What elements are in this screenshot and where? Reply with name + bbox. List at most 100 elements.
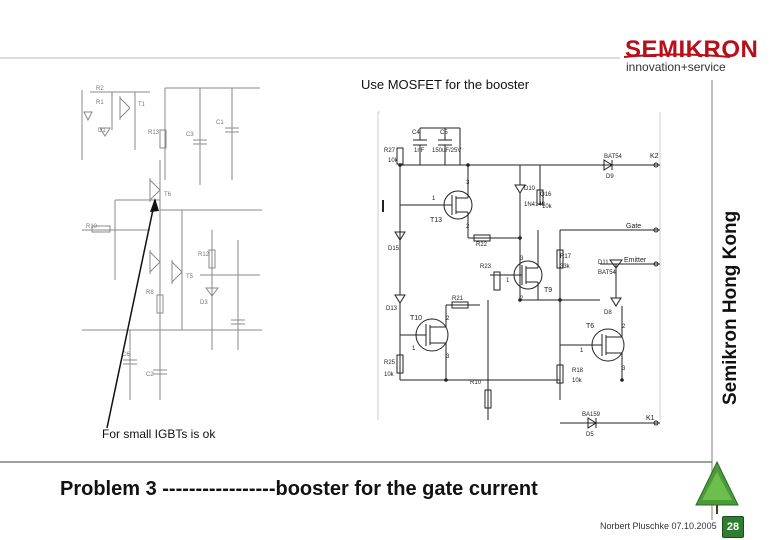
label-r10: R10 [470, 380, 482, 386]
left-schematic [81, 87, 262, 400]
left-resistor [91, 225, 111, 233]
label-d15: D15 [388, 246, 400, 252]
d5-diode [587, 417, 597, 429]
footer-author-date: Norbert Pluschke 07.10.2005 [600, 521, 717, 531]
label-r21: R21 [452, 296, 464, 302]
r21-body [451, 301, 469, 309]
left-resistor [159, 129, 167, 149]
d15-diode [394, 231, 406, 241]
label-d11: D11 [598, 260, 609, 266]
tree-logo-icon [695, 460, 739, 514]
label-d10: D10 [524, 186, 536, 192]
label-bat54: BAT54 [604, 154, 623, 160]
label-emitter: Emitter [624, 257, 647, 264]
label-r8: R8 [146, 290, 154, 296]
pin-label: 2 [446, 316, 450, 322]
label-t9: T9 [544, 287, 552, 294]
label-d10-value: 1N4148 [524, 202, 546, 208]
pin-label: 1 [412, 346, 416, 352]
right-schematic [382, 127, 660, 429]
pin-label: 3 [520, 256, 524, 262]
label-r27: R27 [384, 148, 396, 154]
r23-body [493, 271, 501, 291]
label-d1: D1 [98, 128, 106, 134]
pointer-arrow [106, 198, 159, 429]
emitter-terminal [653, 261, 659, 267]
pin-label: 1 [506, 278, 510, 284]
label-r13: R13 [148, 130, 160, 136]
junction-dot [466, 163, 470, 167]
label-gate: Gate [626, 223, 641, 230]
label-d9: D9 [606, 174, 614, 180]
label-t13: T13 [430, 217, 442, 224]
vertical-company-label: Semikron Hong Kong [720, 210, 741, 405]
label-ba159: BA159 [582, 412, 601, 418]
r17-body [556, 249, 564, 269]
pin-label: 3 [466, 180, 470, 186]
label-t6: T6 [586, 323, 594, 330]
left-diode [99, 127, 111, 137]
pin-label: 2 [520, 296, 524, 302]
pin-label: 1 [580, 348, 584, 354]
r10-body [484, 389, 492, 409]
left-transistor [119, 96, 131, 120]
pin-label: 2 [466, 224, 470, 230]
d11-diode [609, 259, 623, 269]
pin-label: 1 [432, 196, 436, 202]
junction-dot [398, 163, 402, 167]
d9-diode [603, 159, 613, 171]
k1-terminal [653, 420, 659, 426]
left-schematic-labels: R2 R1 T1 D1 R13 C3 C1 R10 T6 T5 R8 R12 D… [86, 86, 224, 378]
pin-label: 2 [622, 324, 626, 330]
label-r25-value: 10k [384, 372, 395, 378]
pin-label: 3 [446, 354, 450, 360]
left-transistor [149, 250, 161, 274]
left-transistor [149, 178, 161, 202]
label-c4: C4 [412, 130, 420, 136]
label-r18-value: 10k [572, 378, 583, 384]
r22-body [473, 234, 491, 242]
label-r2: R2 [96, 86, 104, 92]
label-q16: Q16 [540, 192, 552, 198]
junction-dot [558, 298, 562, 302]
label-r27-value: 10k [388, 158, 399, 164]
label-r17: R17 [560, 254, 572, 260]
left-transistor [171, 260, 183, 284]
label-c5: C5 [440, 130, 448, 136]
label-c3: C3 [186, 132, 194, 138]
r27-body [396, 147, 404, 165]
label-r17-value: 33k [560, 264, 571, 270]
left-diode [83, 111, 93, 122]
label-d11-part: BAT54 [598, 270, 617, 276]
label-r23: R23 [480, 264, 492, 270]
label-c6: C6 [122, 352, 130, 358]
gate-terminal [653, 227, 659, 233]
q16-body [536, 189, 544, 205]
d8-diode [610, 297, 622, 307]
label-r25: R25 [384, 360, 396, 366]
junction-dot [444, 378, 448, 382]
junction-dot [518, 236, 522, 240]
label-c4-value: 1nF [414, 148, 425, 154]
label-t5: T5 [186, 274, 194, 280]
d10-diode [514, 184, 526, 194]
semikron-logo-icon [623, 53, 731, 58]
top-caption: Use MOSFET for the booster [361, 77, 530, 92]
label-r10: R10 [86, 224, 98, 230]
left-diode [205, 287, 219, 297]
label-q16-value: 10k [542, 204, 553, 210]
bottom-caption: For small IGBTs is ok [102, 427, 216, 441]
label-t6: T6 [164, 192, 172, 198]
junction-dot [518, 298, 522, 302]
label-d13: D13 [386, 306, 398, 312]
label-t10: T10 [410, 315, 422, 322]
brand-logo-word: SEMIKRON [625, 36, 759, 63]
label-c5-value: 150uF/25V [432, 148, 461, 154]
label-r18: R18 [572, 368, 584, 374]
left-resistor [208, 249, 216, 269]
label-c1: C1 [216, 120, 224, 126]
label-k1: K1 [646, 415, 655, 422]
junction-dot [620, 378, 624, 382]
